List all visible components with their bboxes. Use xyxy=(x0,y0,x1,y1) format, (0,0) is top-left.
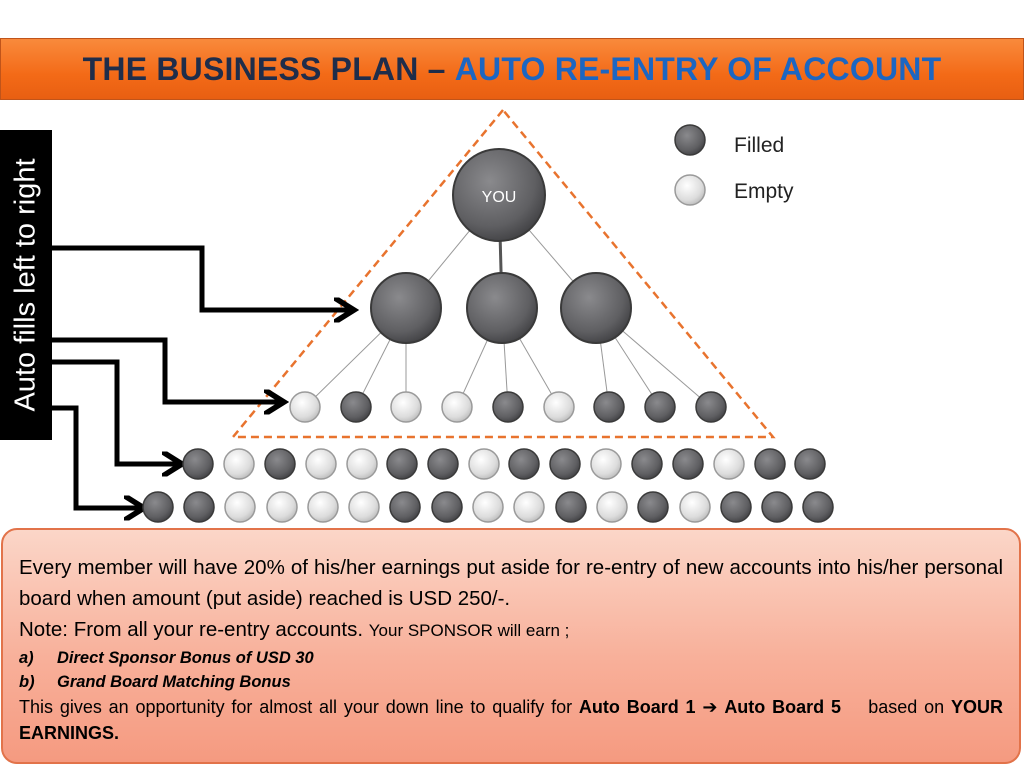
row5-node xyxy=(513,491,545,523)
list-text-a: Direct Sponsor Bonus of USD 30 xyxy=(57,649,314,667)
row5-node xyxy=(224,491,256,523)
row4-node xyxy=(590,448,622,480)
row4-node xyxy=(305,448,337,480)
arrow-to-row4 xyxy=(52,359,178,464)
tree-nodes xyxy=(142,148,834,523)
list-marker-a: a) xyxy=(19,649,34,667)
title-main: THE BUSINESS PLAN – xyxy=(82,50,455,87)
level2-node xyxy=(370,272,442,344)
legend-filled-label: Filled xyxy=(734,134,785,157)
level3-node xyxy=(441,391,473,423)
side-label-box: Auto fills left to right xyxy=(0,130,52,440)
row5-node xyxy=(142,491,174,523)
row5-node xyxy=(266,491,298,523)
info-note: Note: From all your re-entry accounts. Y… xyxy=(19,614,1003,646)
row4-node xyxy=(549,448,581,480)
row4-node xyxy=(672,448,704,480)
row4-node xyxy=(264,448,296,480)
row4-node xyxy=(754,448,786,480)
info-closing: This gives an opportunity for almost all… xyxy=(19,694,1003,746)
fill-arrows xyxy=(52,245,350,508)
legend-empty-label: Empty xyxy=(734,180,794,203)
row4-node xyxy=(468,448,500,480)
row5-node xyxy=(307,491,339,523)
pyramid-outline xyxy=(230,108,776,439)
level3-node xyxy=(644,391,676,423)
level3-node xyxy=(289,391,321,423)
arrow-to-level3 xyxy=(52,337,280,402)
list-item-a: a) Direct Sponsor Bonus of USD 30 xyxy=(19,646,1003,670)
root-label: YOU xyxy=(482,189,517,206)
legend-filled-icon xyxy=(674,124,706,156)
row4-node xyxy=(794,448,826,480)
level3-node xyxy=(593,391,625,423)
note-suffix: Your SPONSOR will earn ; xyxy=(368,621,570,640)
row5-node xyxy=(679,491,711,523)
row5-node xyxy=(596,491,628,523)
closing-bold-2: Auto Board 5 xyxy=(724,697,841,717)
closing-bold-1: Auto Board 1 xyxy=(578,697,696,717)
arrow-to-level2 xyxy=(52,245,350,310)
row4-node xyxy=(427,448,459,480)
level3-node xyxy=(492,391,524,423)
info-paragraph: Every member will have 20% of his/her ea… xyxy=(19,556,1003,610)
row4-node xyxy=(713,448,745,480)
row4-node xyxy=(182,448,214,480)
row4-node xyxy=(223,448,255,480)
title-accent: AUTO RE-ENTRY OF ACCOUNT xyxy=(454,50,942,87)
list-marker-b: b) xyxy=(19,673,35,691)
row4-node xyxy=(631,448,663,480)
row5-node xyxy=(802,491,834,523)
row5-node xyxy=(761,491,793,523)
root-node-you xyxy=(452,148,546,242)
row4-node xyxy=(386,448,418,480)
row5-node xyxy=(183,491,215,523)
closing-mid: based on xyxy=(840,697,951,717)
arrow-right-icon: ➔ xyxy=(702,697,718,717)
info-box: Every member will have 20% of his/her ea… xyxy=(1,528,1021,764)
row5-node xyxy=(637,491,669,523)
level3-node xyxy=(390,391,422,423)
row4-node xyxy=(346,448,378,480)
title-bar: THE BUSINESS PLAN – AUTO RE-ENTRY OF ACC… xyxy=(0,38,1024,100)
row4-node xyxy=(508,448,540,480)
level2-node xyxy=(466,272,538,344)
closing-bold-3: YOUR EARNINGS. xyxy=(19,697,1003,743)
row5-node xyxy=(720,491,752,523)
row5-node xyxy=(555,491,587,523)
arrow-to-row5 xyxy=(52,405,140,508)
row5-node xyxy=(431,491,463,523)
level3-node xyxy=(695,391,727,423)
legend-empty-icon xyxy=(674,174,706,206)
row5-node xyxy=(348,491,380,523)
list-item-b: b) Grand Board Matching Bonus xyxy=(19,670,1003,694)
level3-node xyxy=(340,391,372,423)
list-text-b: Grand Board Matching Bonus xyxy=(57,673,291,691)
level3-node xyxy=(543,391,575,423)
row5-node xyxy=(389,491,421,523)
row5-node xyxy=(472,491,504,523)
note-prefix: Note: From all your re-entry accounts. xyxy=(19,618,369,641)
closing-prefix: This gives an opportunity for almost all… xyxy=(19,697,579,717)
level2-node xyxy=(560,272,632,344)
